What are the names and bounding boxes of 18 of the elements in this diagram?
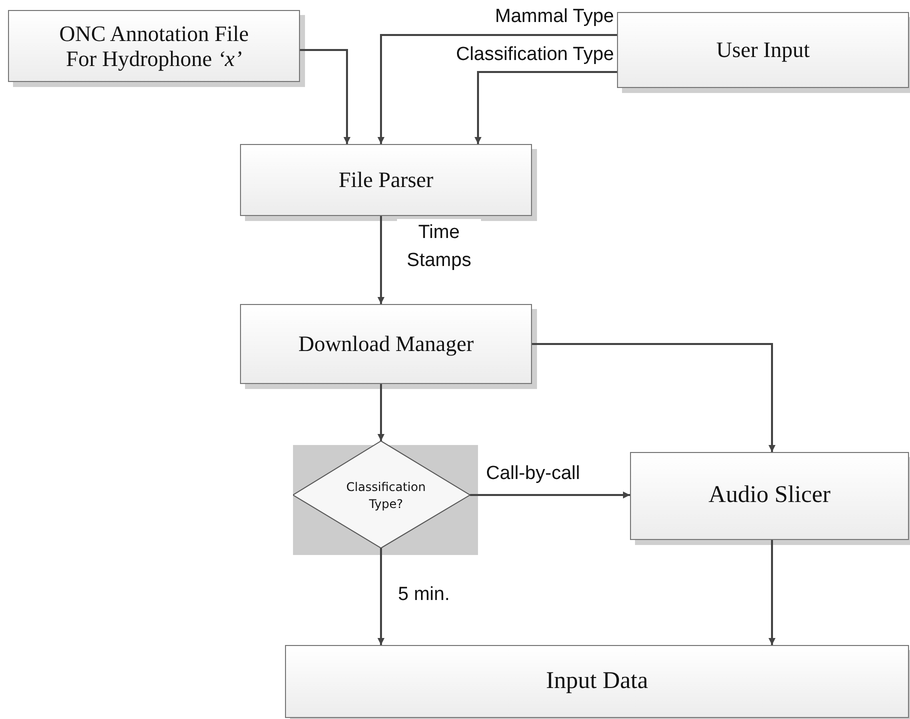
arrow bbox=[300, 49, 350, 144]
box-label: Download Manager bbox=[298, 331, 474, 357]
arrow bbox=[470, 492, 630, 498]
box-label: Audio Slicer bbox=[708, 482, 830, 510]
box-label: ONC Annotation File For Hydrophone ‘x’ bbox=[58, 20, 250, 72]
process-box bbox=[285, 645, 909, 718]
decision-text: Classification Type? bbox=[345, 479, 427, 513]
box-label: User Input bbox=[716, 37, 810, 63]
box-label: Input Data bbox=[546, 668, 648, 696]
arrow bbox=[378, 384, 384, 441]
arrow bbox=[532, 343, 776, 452]
arrow bbox=[378, 216, 384, 304]
box-label: File Parser bbox=[338, 167, 434, 193]
arrow bbox=[378, 548, 384, 645]
arrow bbox=[474, 71, 617, 144]
arrow bbox=[378, 34, 617, 144]
arrow bbox=[768, 540, 776, 645]
decision-diamond bbox=[293, 441, 479, 555]
